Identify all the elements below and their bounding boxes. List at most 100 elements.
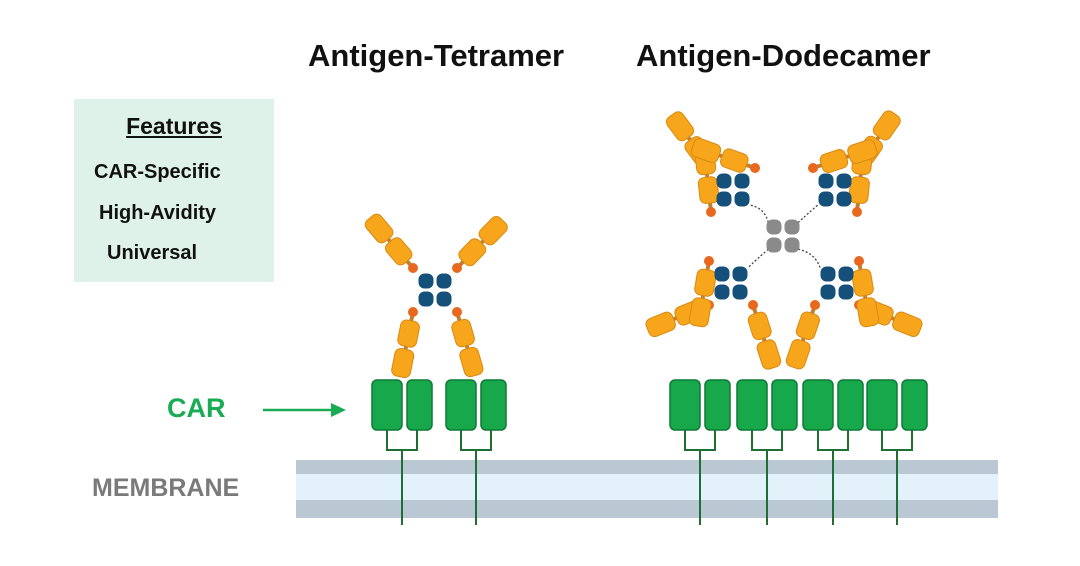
streptavidin-tetramer: [820, 266, 854, 300]
antigen-segment: [795, 311, 820, 341]
antigen-segment: [847, 139, 878, 164]
streptavidin-tetramer: [418, 273, 452, 307]
membrane-label: MEMBRANE: [92, 474, 240, 502]
biotin-node: [852, 207, 862, 217]
car-receptor: [669, 379, 731, 525]
antigen-segment: [384, 237, 413, 266]
antigen-segment: [872, 110, 901, 141]
core-tether: [797, 248, 822, 269]
biotin-node: [704, 256, 714, 266]
antigen-segment: [451, 318, 475, 348]
car-domain: [901, 379, 928, 431]
biotin-node: [854, 256, 864, 266]
antigen-segment: [391, 347, 415, 379]
car-domain: [669, 379, 701, 431]
car-hinge: [881, 428, 913, 451]
subunit: [732, 266, 748, 282]
car-domain: [406, 379, 433, 431]
feature-item: Universal: [107, 242, 198, 264]
subunit: [734, 173, 750, 189]
antigen-segment: [856, 297, 880, 328]
biotin-node: [808, 163, 818, 173]
subunit: [784, 219, 800, 235]
car-receptor: [866, 379, 928, 525]
car-domain: [371, 379, 403, 431]
subunit: [716, 191, 732, 207]
car-domain: [837, 379, 864, 431]
subunit: [734, 191, 750, 207]
antigen-segment: [364, 213, 394, 244]
subunit: [766, 219, 782, 235]
membrane: [296, 460, 998, 518]
car-hinge: [751, 428, 783, 451]
antigen-segment: [694, 268, 717, 297]
core-tether: [749, 204, 769, 223]
biotin-node: [748, 300, 758, 310]
subunit: [732, 284, 748, 300]
car-domain: [771, 379, 798, 431]
biotin-node: [452, 263, 462, 273]
subunit: [716, 173, 732, 189]
car-receptor: [736, 379, 798, 525]
streptavidin-tetramer: [818, 173, 852, 207]
antigen-segment: [688, 297, 712, 328]
subunit: [436, 291, 452, 307]
feature-item: CAR-Specific: [94, 161, 221, 183]
antigen-segment: [851, 268, 874, 297]
antigen-segment: [892, 311, 923, 338]
subunit: [784, 237, 800, 253]
subunit: [820, 284, 836, 300]
streptavidin-tetramer: [714, 266, 748, 300]
center-dot: [780, 233, 786, 239]
title-antigen-tetramer: Antigen-Tetramer: [308, 38, 565, 73]
car-arrow: [263, 403, 346, 417]
biotin-node: [750, 163, 760, 173]
antigens: [364, 110, 923, 379]
car-hinge: [817, 428, 849, 451]
antigen-segment: [819, 149, 849, 174]
antigen-segment: [756, 339, 782, 370]
biotin-node: [452, 307, 462, 317]
features-box: Features CAR-Specific High-Avidity Unive…: [74, 99, 274, 282]
subunit: [836, 173, 852, 189]
car-receptor: [371, 379, 433, 525]
title-antigen-dodecamer: Antigen-Dodecamer: [636, 38, 931, 73]
subunit: [820, 266, 836, 282]
subunit: [418, 273, 434, 289]
dodecamer-core: [766, 219, 800, 253]
subunit: [714, 284, 730, 300]
biotin-node: [408, 263, 418, 273]
subunit: [714, 266, 730, 282]
antigen-segment: [848, 176, 870, 204]
car-domain: [866, 379, 898, 431]
center-dot: [432, 287, 438, 293]
subunit: [838, 266, 854, 282]
subunit: [766, 237, 782, 253]
subunit: [836, 191, 852, 207]
core-tether: [797, 204, 819, 224]
membrane-core: [296, 474, 998, 500]
car-receptor: [445, 379, 507, 525]
subunit: [818, 191, 834, 207]
antigen-segment: [747, 311, 772, 341]
car-hinge: [460, 428, 492, 451]
features-heading: Features: [126, 113, 222, 139]
biotin-node: [408, 307, 418, 317]
core-tether: [746, 248, 769, 269]
antigen-segment: [720, 148, 749, 173]
car-domain: [802, 379, 834, 431]
antigen-segment: [397, 319, 420, 348]
center-dot: [832, 187, 838, 193]
subunit: [838, 284, 854, 300]
arrow-head: [331, 403, 346, 417]
car-domain: [480, 379, 507, 431]
subunit: [436, 273, 452, 289]
car-receptors: [371, 379, 928, 525]
antigen-segment: [697, 176, 720, 204]
center-dot: [728, 280, 734, 286]
antigen-segment: [459, 346, 484, 378]
car-hinge: [684, 428, 716, 451]
streptavidin-complexes: [418, 173, 854, 307]
center-dot: [730, 187, 736, 193]
